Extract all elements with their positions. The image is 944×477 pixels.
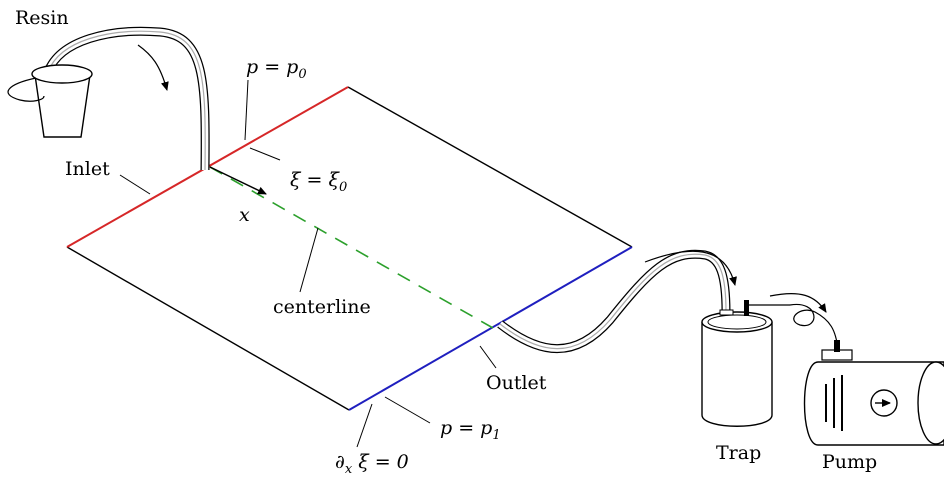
xi0-sub: 0 bbox=[339, 180, 347, 195]
x-axis-arrow bbox=[209, 166, 267, 195]
plate bbox=[66, 86, 633, 411]
flow-arrow-icon bbox=[644, 250, 737, 286]
p1-sub: 1 bbox=[492, 428, 500, 443]
plate-edge-right bbox=[347, 86, 633, 248]
xi0-lhs: ξ = ξ bbox=[290, 169, 340, 191]
centerline-label: centerline bbox=[273, 296, 371, 318]
resin-label: Resin bbox=[15, 7, 69, 29]
outlet-pressure-equation: p = p1 bbox=[440, 417, 501, 443]
p0-lhs: p = p bbox=[246, 56, 298, 78]
flow-arrow-icon bbox=[137, 44, 169, 91]
outlet-edge bbox=[348, 246, 633, 411]
flow-arrow-icon bbox=[769, 293, 827, 313]
inlet-tube bbox=[43, 26, 210, 171]
dxi-partial: ∂ bbox=[335, 451, 345, 473]
dxi-sub: x bbox=[345, 462, 353, 477]
x-axis-label: x bbox=[239, 204, 250, 226]
trap-container-icon bbox=[701, 300, 790, 427]
p1-leader bbox=[384, 396, 431, 424]
trap-label: Trap bbox=[716, 442, 761, 464]
outlet-leader bbox=[479, 345, 497, 369]
inlet-leader bbox=[119, 174, 151, 195]
dxi-leader bbox=[356, 403, 373, 448]
xi0-leader bbox=[249, 147, 281, 161]
bucket-icon bbox=[7, 64, 93, 138]
p1-lhs: p = p bbox=[440, 417, 492, 439]
inlet-pressure-equation: p = p0 bbox=[246, 56, 307, 82]
dxi-rhs: ξ = 0 bbox=[352, 451, 409, 473]
inlet-label: Inlet bbox=[65, 158, 110, 180]
outlet-label: Outlet bbox=[486, 372, 547, 394]
centerline-leader bbox=[299, 227, 319, 293]
vacuum-pump-icon bbox=[803, 340, 944, 446]
p0-leader bbox=[244, 79, 249, 141]
vacuum-line bbox=[789, 303, 839, 351]
plate-edge-left bbox=[66, 246, 350, 411]
p0-sub: 0 bbox=[298, 67, 306, 82]
outlet-tube bbox=[497, 249, 731, 354]
pump-label: Pump bbox=[822, 451, 877, 473]
inlet-xi-equation: ξ = ξ0 bbox=[290, 169, 347, 195]
outlet-xi-equation: ∂x ξ = 0 bbox=[335, 451, 409, 477]
